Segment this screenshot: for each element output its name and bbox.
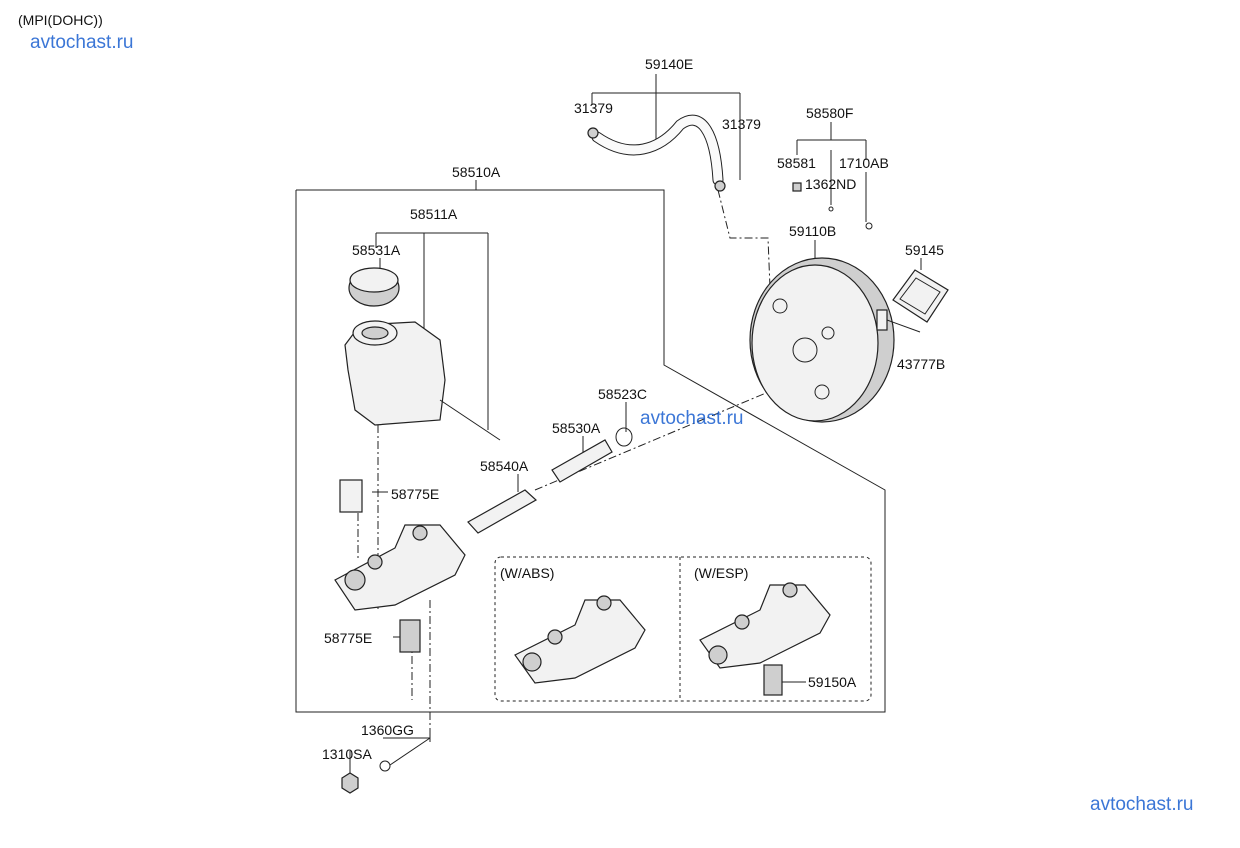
part-label[interactable]: 1360GG <box>361 722 414 738</box>
part-label[interactable]: 59110B <box>789 223 837 239</box>
variants-frame <box>494 556 872 702</box>
part-label[interactable]: 58580F <box>806 105 854 121</box>
part-label[interactable]: 1710AB <box>839 155 889 171</box>
part-label[interactable]: 59150A <box>808 674 857 690</box>
bolt <box>792 182 802 192</box>
washer <box>379 760 391 772</box>
part-label[interactable]: 58523C <box>598 386 648 402</box>
part-label[interactable]: 59145 <box>905 242 944 258</box>
variant-abs-label: (W/ABS) <box>500 565 555 581</box>
part-label[interactable]: 43777B <box>897 356 946 372</box>
esp-master-cylinder <box>699 584 831 669</box>
part-label[interactable]: 59140E <box>645 56 694 72</box>
variant-esp-label: (W/ESP) <box>694 565 749 581</box>
o-ring <box>615 427 633 447</box>
part-label[interactable]: 31379 <box>722 116 761 132</box>
part-label[interactable]: 58531A <box>352 242 401 258</box>
part-label[interactable]: 58511A <box>410 206 458 222</box>
part-label[interactable]: 58540A <box>480 458 529 474</box>
part-label[interactable]: 31379 <box>574 100 613 116</box>
clip <box>828 206 834 212</box>
secondary-spring <box>467 489 538 534</box>
part-label[interactable]: 58775E <box>391 486 440 502</box>
pin <box>865 222 873 230</box>
hose-clamp <box>714 180 726 192</box>
part-label[interactable]: 58510A <box>452 164 501 180</box>
vacuum-hose <box>592 115 723 185</box>
variant-header: (MPI(DOHC)) <box>18 12 103 28</box>
stop-bolt <box>339 479 363 513</box>
part-label[interactable]: 1362ND <box>805 176 857 192</box>
stop-bolt <box>399 619 421 653</box>
master-cylinder-group-frame <box>295 189 886 713</box>
part-label[interactable]: 58530A <box>552 420 601 436</box>
watermark: avtochast.ru <box>30 32 134 53</box>
nut <box>341 772 359 794</box>
watermark: avtochast.ru <box>1090 794 1194 815</box>
abs-master-cylinder <box>514 599 646 684</box>
master-cylinder <box>334 524 466 611</box>
hose-clamp <box>587 127 599 139</box>
part-label[interactable]: 58775E <box>324 630 373 646</box>
part-label[interactable]: 1310SA <box>322 746 372 762</box>
pressure-sensor <box>763 664 783 696</box>
watermark: avtochast.ru <box>640 408 744 429</box>
part-label[interactable]: 58581 <box>777 155 816 171</box>
primary-piston <box>551 439 613 483</box>
gasket <box>892 269 949 323</box>
